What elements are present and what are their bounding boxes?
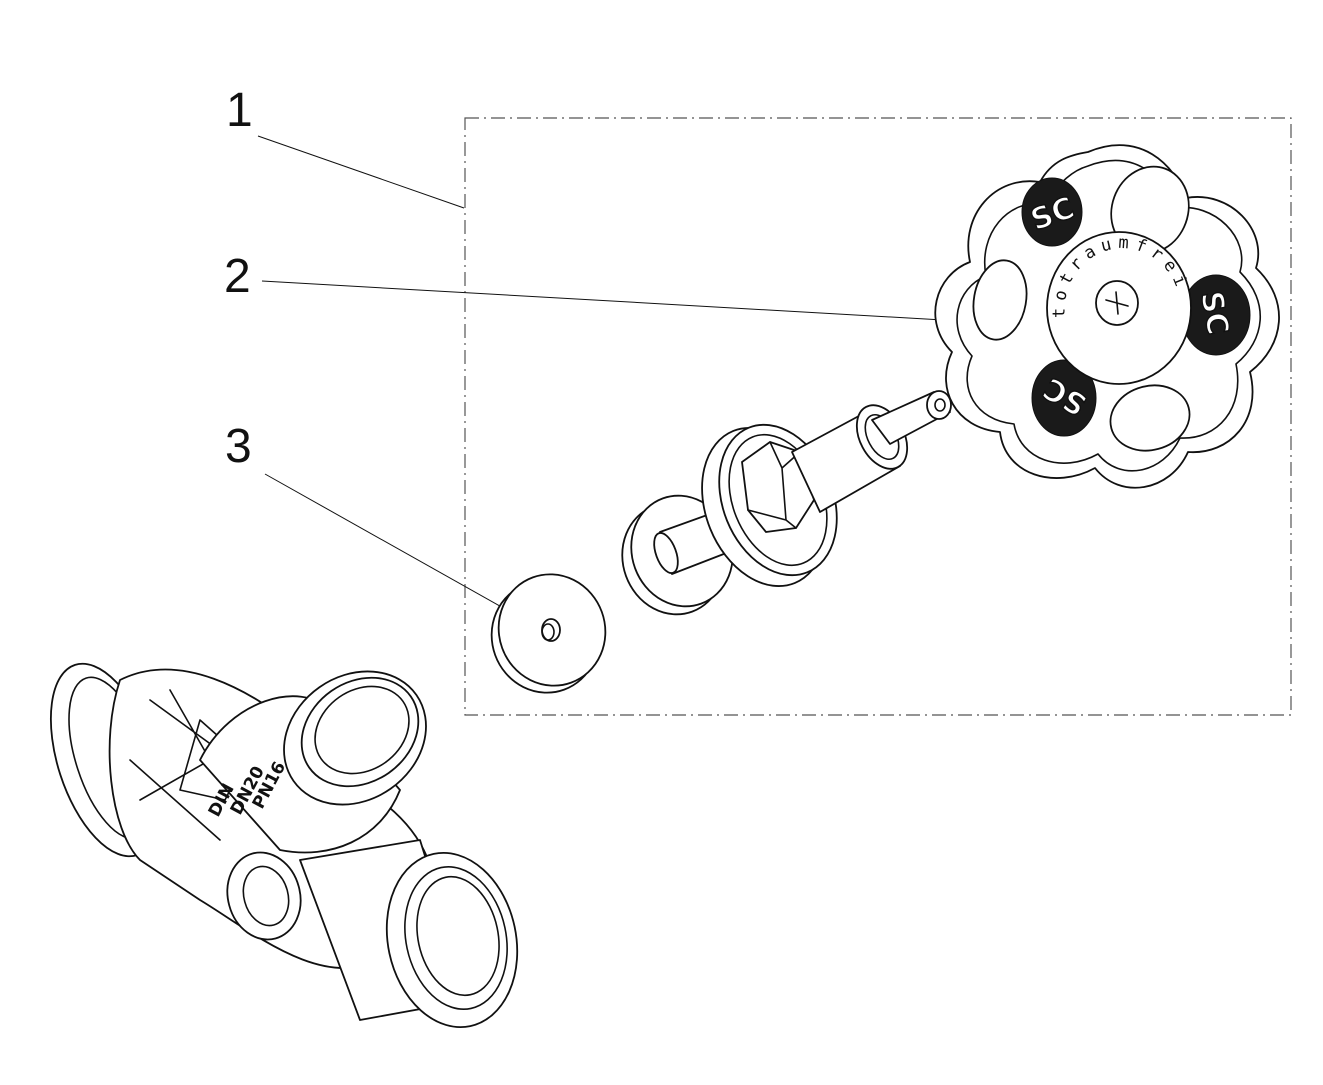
callout-3-number: 3 bbox=[225, 420, 252, 473]
callout-1-number: 1 bbox=[226, 84, 253, 137]
sealing-washer bbox=[490, 573, 607, 694]
handwheel: SC SC SC totraumfrei bbox=[934, 144, 1280, 489]
callout-1: 1 bbox=[226, 84, 465, 209]
callout-2: 2 bbox=[224, 250, 944, 321]
spindle-assembly bbox=[701, 390, 952, 587]
valve-body: DIN DN20 PN16 bbox=[49, 662, 519, 1028]
leader-line-2 bbox=[261, 280, 944, 321]
sc-logo-icon: SC bbox=[1181, 274, 1251, 356]
assembly-frame bbox=[464, 117, 1292, 716]
phillips-screw-icon bbox=[1105, 291, 1129, 315]
callout-3: 3 bbox=[225, 420, 515, 615]
callout-2-number: 2 bbox=[224, 250, 251, 303]
sc-logo-icon: SC bbox=[1021, 177, 1083, 247]
leader-line-3 bbox=[264, 473, 515, 615]
logo-text-2: SC bbox=[1193, 289, 1235, 338]
sc-logo-icon: SC bbox=[1031, 359, 1097, 437]
leader-line-1 bbox=[257, 135, 465, 209]
